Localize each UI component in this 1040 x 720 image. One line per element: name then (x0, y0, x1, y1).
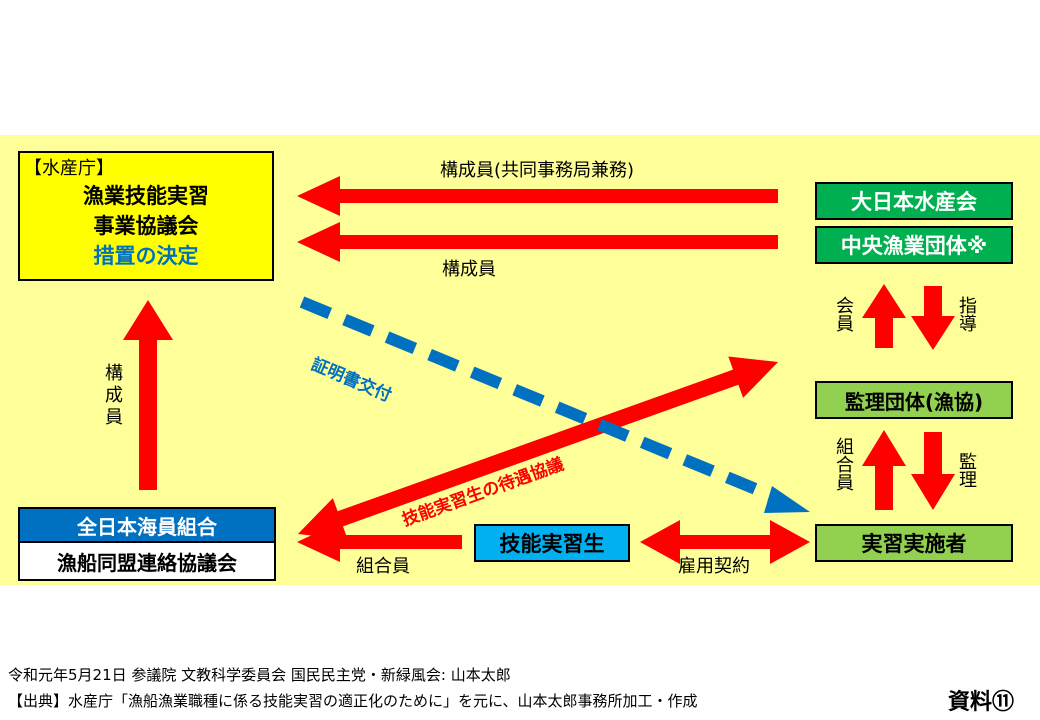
label-shido: 指導 (956, 296, 977, 332)
gyosen-domei-box: 漁船同盟連絡協議会 (18, 541, 276, 581)
council-title-line2: 事業協議会 (93, 214, 199, 238)
arrow-shido-down (911, 286, 955, 350)
label-member-joint: 構成員(共同事務局兼務) (440, 160, 635, 181)
kanri-dantai-label: 監理団体(漁協) (844, 389, 984, 414)
footer-source-line2: 【出典】水産庁「漁船漁業職種に係る技能実習の適正化のために」を元に、山本太郎事務… (8, 692, 698, 710)
document-reference-label: 資料⑪ (948, 690, 1015, 715)
chuo-gyogyo-dantai-label: 中央漁業団体※ (840, 234, 988, 258)
footer-source-line1: 令和元年5月21日 参議院 文教科学委員会 国民民主党・新緑風会: 山本太郎 (8, 666, 511, 684)
label-kaiin: 会員 (833, 296, 854, 332)
arrow-employment-contract (640, 520, 810, 564)
arrow-chuo-to-council (297, 222, 778, 262)
arrow-kaiin-up (862, 284, 906, 348)
arrow-dainihon-to-council (297, 176, 778, 216)
council-agency-tag: 【水産庁】 (24, 158, 114, 179)
arrow-certificate-dashed (299, 296, 778, 503)
label-member: 構成員 (442, 259, 496, 280)
label-kumiaiin: 組合員 (833, 437, 854, 491)
chuo-gyogyo-dantai-box: 中央漁業団体※ (815, 226, 1013, 264)
jisshu-jisshisha-box: 実習実施者 (815, 524, 1013, 562)
arrow-kumiaiin-up (862, 430, 906, 510)
label-union-member: 組合員 (356, 556, 410, 577)
label-employment-contract: 雇用契約 (678, 556, 750, 577)
label-kanri: 監理 (956, 452, 977, 488)
arrow-certificate-head (764, 486, 810, 513)
arrow-kanri-down (911, 432, 955, 510)
arrow-treatment-consultation (297, 356, 779, 540)
jisshu-jisshisha-label: 実習実施者 (861, 532, 967, 556)
council-box: 【水産庁】 漁業技能実習 事業協議会 措置の決定 (18, 151, 274, 281)
zennihon-kaiin-kumiai-box: 全日本海員組合 (18, 507, 276, 543)
council-decision: 措置の決定 (93, 244, 199, 268)
arrow-union-to-council (123, 300, 173, 490)
dainihon-suisankai-label: 大日本水産会 (851, 190, 977, 214)
dainihon-suisankai-box: 大日本水産会 (815, 182, 1013, 220)
gino-trainee-label: 技能実習生 (499, 532, 605, 556)
label-member-vertical: 構成員 (102, 363, 123, 429)
council-title-line1: 漁業技能実習 (83, 184, 209, 208)
kanri-dantai-box: 監理団体(漁協) (815, 381, 1013, 419)
zennihon-kaiin-kumiai-label: 全日本海員組合 (77, 514, 217, 539)
gino-trainee-box: 技能実習生 (474, 524, 630, 562)
gyosen-domei-label: 漁船同盟連絡協議会 (57, 550, 237, 575)
